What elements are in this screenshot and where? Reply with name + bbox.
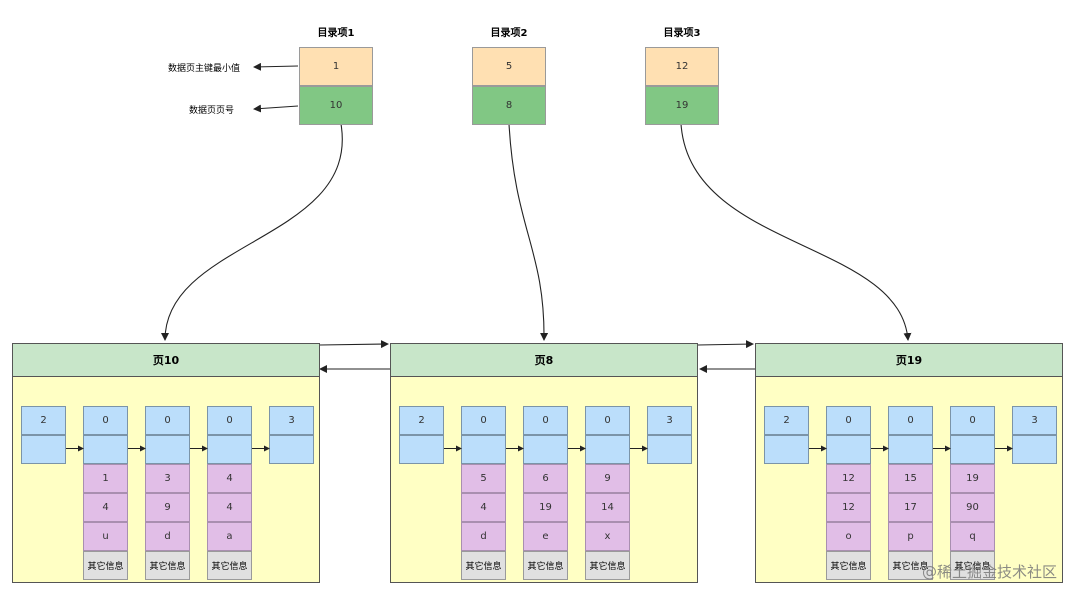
record-column-value: 14	[585, 493, 630, 522]
record-column-value: 1	[83, 464, 128, 493]
record-link-layer	[809, 445, 1013, 452]
directory-title: 目录项3	[663, 28, 701, 39]
record-column-value: 6	[523, 464, 568, 493]
record-other-info: 其它信息	[461, 551, 506, 580]
record-column-value: u	[83, 522, 128, 551]
record-other-info: 其它信息	[523, 551, 568, 580]
supremum-record: 3	[1012, 406, 1057, 435]
record-header: 0	[461, 406, 506, 435]
page-title: 页10	[13, 344, 319, 377]
record-next-pointer	[1012, 435, 1057, 464]
page-title: 页8	[391, 344, 697, 377]
directory-min-key: 5	[472, 47, 546, 86]
record-column-value: 15	[888, 464, 933, 493]
record-header: 0	[145, 406, 190, 435]
record-column-value: o	[826, 522, 871, 551]
record-column-value: 3	[145, 464, 190, 493]
record-other-info: 其它信息	[585, 551, 630, 580]
record-column-value: e	[523, 522, 568, 551]
link-dir2-to-page8	[508, 123, 549, 341]
record-next-pointer	[269, 435, 314, 464]
record-next-pointer	[523, 435, 568, 464]
record-column-value: 4	[207, 464, 252, 493]
record-column-value: 12	[826, 493, 871, 522]
record-header: 0	[888, 406, 933, 435]
watermark: @稀土掘金技术社区	[921, 563, 1057, 581]
record-header: 0	[950, 406, 995, 435]
record-next-pointer	[888, 435, 933, 464]
record-header: 0	[523, 406, 568, 435]
record-column-value: 19	[523, 493, 568, 522]
directory-page-no: 19	[645, 86, 719, 125]
record-column-value: x	[585, 522, 630, 551]
infimum-record: 2	[21, 406, 66, 435]
directory-min-key: 12	[645, 47, 719, 86]
record-column-value: d	[145, 522, 190, 551]
record-other-info: 其它信息	[950, 551, 995, 580]
record-link-layer	[66, 445, 270, 452]
record-other-info: 其它信息	[888, 551, 933, 580]
link-page10-next	[319, 340, 389, 349]
directory-page-no: 8	[472, 86, 546, 125]
record-column-value: 5	[461, 464, 506, 493]
directory-min-key: 1	[299, 47, 373, 86]
record-next-pointer	[207, 435, 252, 464]
directory-title: 目录项2	[490, 28, 528, 39]
record-column-value: 12	[826, 464, 871, 493]
record-column-value: 90	[950, 493, 995, 522]
record-next-pointer	[21, 435, 66, 464]
link-dir3-to-page19	[680, 123, 912, 341]
record-next-pointer	[764, 435, 809, 464]
infimum-record: 2	[764, 406, 809, 435]
record-column-value: 9	[585, 464, 630, 493]
link-page8-next	[697, 340, 754, 349]
record-column-value: 4	[83, 493, 128, 522]
record-header: 0	[585, 406, 630, 435]
record-column-value: 19	[950, 464, 995, 493]
infimum-record: 2	[399, 406, 444, 435]
record-column-value: a	[207, 522, 252, 551]
record-column-value: d	[461, 522, 506, 551]
legend-arrow-page-no	[253, 104, 299, 113]
record-other-info: 其它信息	[826, 551, 871, 580]
record-column-value: 9	[145, 493, 190, 522]
legend-page-no-label: 数据页页号	[189, 106, 235, 116]
record-column-value: p	[888, 522, 933, 551]
record-other-info: 其它信息	[207, 551, 252, 580]
directory-title: 目录项1	[317, 28, 355, 39]
record-link-layer	[444, 445, 648, 452]
link-dir1-to-page10	[161, 123, 343, 341]
record-column-value: 4	[461, 493, 506, 522]
record-next-pointer	[83, 435, 128, 464]
record-next-pointer	[399, 435, 444, 464]
record-column-value: 4	[207, 493, 252, 522]
directory-page-no: 10	[299, 86, 373, 125]
legend-arrow-min-key	[253, 62, 299, 71]
legend-min-key-label: 数据页主键最小值	[168, 64, 241, 74]
record-header: 0	[83, 406, 128, 435]
record-other-info: 其它信息	[145, 551, 190, 580]
page-title: 页19	[756, 344, 1062, 377]
record-header: 0	[207, 406, 252, 435]
record-column-value: 17	[888, 493, 933, 522]
supremum-record: 3	[647, 406, 692, 435]
record-header: 0	[826, 406, 871, 435]
record-other-info: 其它信息	[83, 551, 128, 580]
record-next-pointer	[647, 435, 692, 464]
record-next-pointer	[826, 435, 871, 464]
supremum-record: 3	[269, 406, 314, 435]
record-column-value: q	[950, 522, 995, 551]
